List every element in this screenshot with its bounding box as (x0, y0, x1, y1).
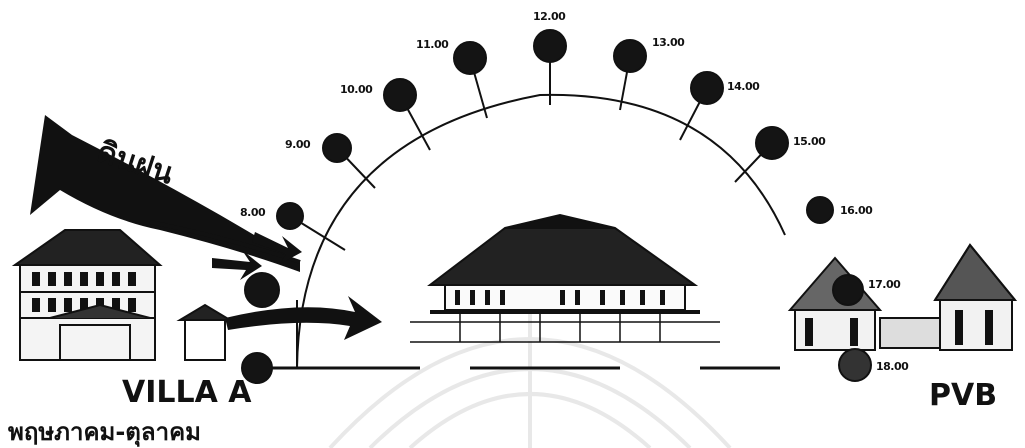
sun-horizon-a (244, 272, 280, 308)
sun-17 (832, 274, 864, 306)
time-label-13: 13.00 (652, 36, 685, 49)
time-label-14: 14.00 (727, 80, 760, 93)
watermark (328, 300, 732, 448)
sun-horizon-b (241, 352, 273, 384)
sun-12 (533, 29, 567, 63)
sun-16 (806, 196, 834, 224)
time-label-11: 11.00 (416, 38, 449, 51)
villa-a-label: VILLA A (122, 375, 252, 410)
sun-15 (755, 126, 789, 160)
time-label-10: 10.00 (340, 83, 373, 96)
sun-10 (383, 78, 417, 112)
sun-14 (690, 71, 724, 105)
sun-8 (276, 202, 304, 230)
villa-a-building (11, 229, 234, 361)
pvb-building (787, 243, 1018, 351)
time-label-12: 12.00 (533, 10, 566, 23)
central-pavilion (410, 213, 720, 343)
sun-arc (296, 93, 786, 369)
time-label-9: 9.00 (285, 138, 311, 151)
time-label-17: 17.00 (868, 278, 901, 291)
wind-arrows-small (212, 232, 382, 340)
sun-positions (241, 29, 872, 384)
season-label: พฤษภาคม-ตุลาคม (8, 418, 201, 448)
time-labels: 8.00 9.00 10.00 11.00 12.00 13.00 14.00 … (240, 10, 910, 373)
time-label-18: 18.00 (876, 360, 909, 373)
wind-arrow (30, 115, 301, 272)
pvb-label: PVB (929, 378, 997, 413)
sun-18 (838, 348, 872, 382)
sun-11 (453, 41, 487, 75)
sun-9 (322, 133, 352, 163)
time-label-8: 8.00 (240, 206, 266, 219)
time-label-15: 15.00 (793, 135, 826, 148)
sun-13 (613, 39, 647, 73)
time-label-16: 16.00 (840, 204, 873, 217)
